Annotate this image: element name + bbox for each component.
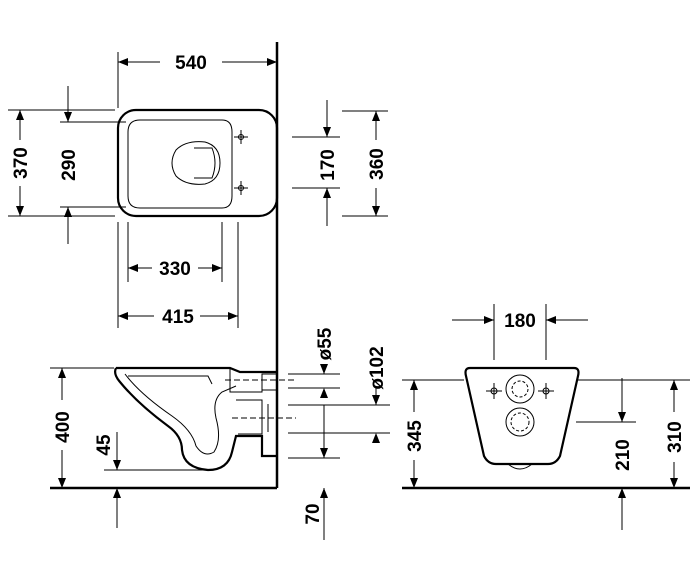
arrow (128, 264, 138, 272)
dim-540-label: 540 (175, 53, 207, 74)
arrow (670, 478, 678, 488)
arrow (410, 380, 418, 390)
arrow (670, 380, 678, 390)
dim-45-label: 45 (94, 434, 115, 456)
arrow (320, 364, 328, 374)
arrow (228, 312, 238, 320)
top-view: 540 370 290 330 415 (8, 52, 388, 328)
arrow (484, 316, 494, 324)
dim-415-label: 415 (162, 307, 194, 328)
front-outlet-circle-inner (510, 412, 530, 432)
side-body-outer (114, 367, 277, 472)
arrow (212, 264, 222, 272)
arrow (546, 316, 556, 324)
dim-400-label: 400 (53, 411, 74, 443)
arrow (64, 112, 72, 122)
top-rim (127, 119, 233, 209)
side-pipe-upper (261, 373, 278, 391)
front-view: 180 345 210 310 (402, 304, 690, 530)
arrow (113, 460, 121, 470)
side-view: 400 45 ø55 ø102 70 (50, 327, 390, 540)
front-fixing-left (486, 383, 502, 399)
top-bowl-opening (171, 141, 221, 185)
arrow (320, 448, 328, 458)
fixing-mark-upper (234, 130, 248, 144)
arrow (372, 111, 380, 121)
top-bowl-inner (194, 147, 216, 179)
arrow (16, 206, 24, 216)
front-body-outline (464, 366, 580, 466)
dim-102-label: ø102 (367, 346, 388, 389)
arrow (323, 127, 331, 137)
side-outlet (236, 399, 263, 435)
dim-360-label: 360 (367, 148, 388, 180)
front-inlet-circle-inner (511, 380, 529, 398)
dim-55-label: ø55 (315, 327, 336, 360)
dim-210-label: 210 (613, 439, 634, 471)
front-outlet-circle-outer (505, 407, 535, 437)
dim-310-label: 310 (665, 421, 686, 453)
dim-330-label: 330 (159, 259, 191, 280)
arrow (372, 433, 380, 443)
fixing-mark-lower (234, 181, 248, 195)
arrow (267, 58, 277, 66)
dim-345-label: 345 (405, 420, 426, 452)
arrow (618, 412, 626, 422)
front-inlet-circle-outer (505, 374, 535, 404)
arrow (410, 478, 418, 488)
dim-170-label: 170 (318, 149, 339, 181)
front-outlet-bottom (507, 463, 533, 470)
arrow (58, 478, 66, 488)
top-outline-outer (116, 108, 279, 218)
arrow (58, 368, 66, 378)
side-seat-top (116, 366, 277, 374)
arrow (64, 207, 72, 217)
dim-70-label: 70 (303, 503, 324, 524)
arrow (618, 488, 626, 498)
arrow (372, 206, 380, 216)
arrow (320, 488, 328, 498)
arrow (118, 312, 128, 320)
arrow (320, 388, 328, 398)
arrow (16, 110, 24, 120)
arrow (118, 58, 128, 66)
dim-370-label: 370 (11, 147, 32, 179)
wall-and-floor (50, 42, 690, 490)
side-rim-inner (128, 375, 213, 385)
front-fixing-right (538, 383, 554, 399)
arrow (113, 488, 121, 498)
dim-290-label: 290 (59, 149, 80, 181)
dim-180-label: 180 (504, 311, 536, 332)
arrow (323, 188, 331, 198)
side-bowl-inner (124, 373, 237, 455)
